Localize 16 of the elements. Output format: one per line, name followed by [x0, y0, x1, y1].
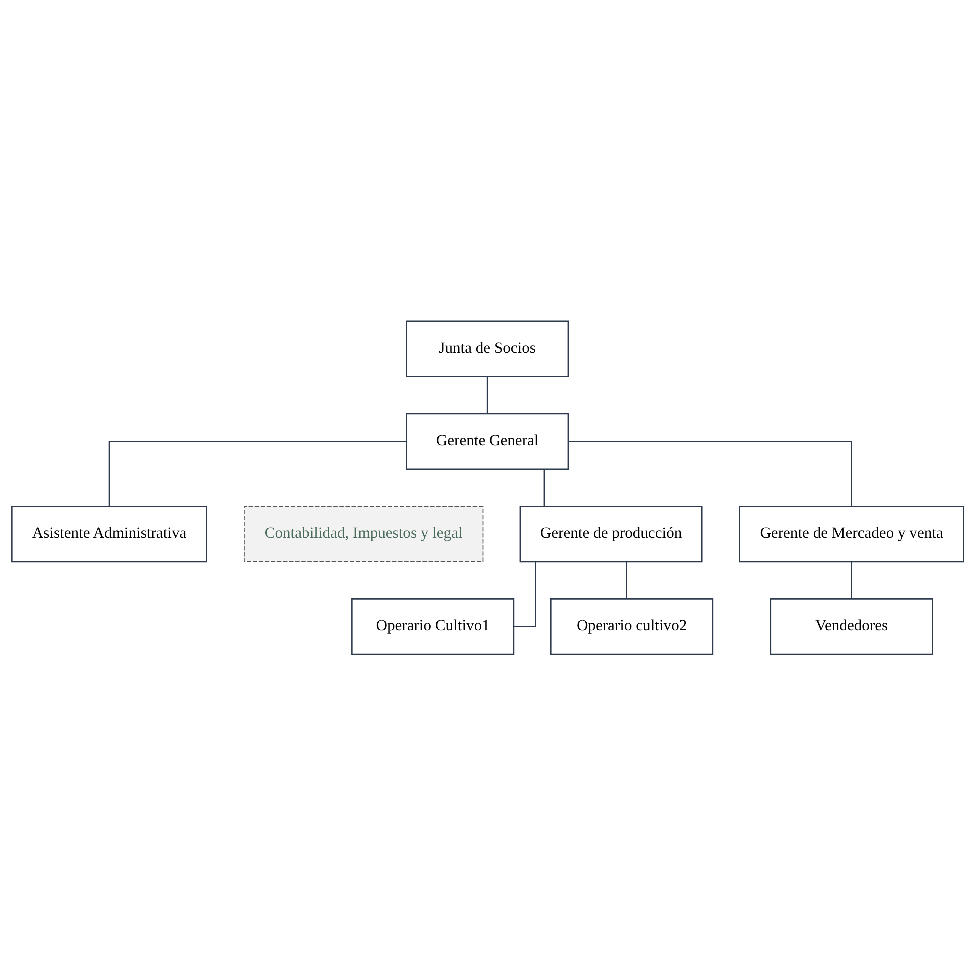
node-box: Gerente de Mercadeo y venta: [739, 505, 964, 562]
connector: [514, 562, 536, 627]
connector: [486, 376, 488, 414]
connector: [851, 562, 852, 599]
node-box: Contabilidad, Impuestos y legal: [244, 506, 484, 562]
node-box: Operario Cultivo1: [352, 598, 515, 655]
connector: [626, 562, 628, 599]
node-box: Gerente General: [406, 412, 570, 470]
node-box: Junta de Socios: [406, 320, 570, 377]
node-box: Asistente Administrativa: [12, 505, 208, 562]
node-box: Vendedores: [770, 598, 934, 655]
node-box: Gerente de producción: [520, 505, 703, 562]
connector: [108, 440, 406, 506]
connector: [568, 440, 852, 506]
connector: [544, 468, 546, 506]
node-box: Operario cultivo2: [550, 598, 714, 655]
